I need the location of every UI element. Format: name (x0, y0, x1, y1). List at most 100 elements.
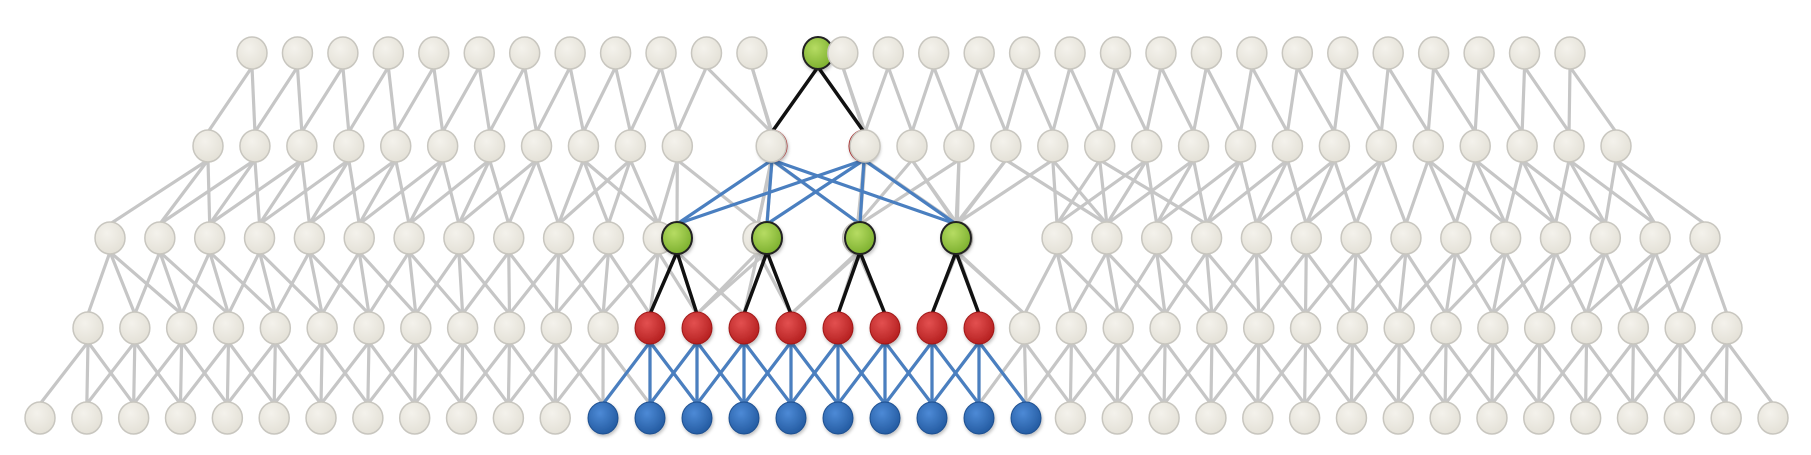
gray-edge (1303, 340, 1354, 406)
gray-edge (226, 250, 262, 316)
gray-edge (319, 340, 324, 406)
gray-edge (910, 158, 959, 226)
tree-edge-black (742, 250, 769, 316)
inactive-node (1290, 221, 1322, 255)
gray-edge (534, 65, 572, 134)
tree-edge-blue (675, 158, 866, 226)
inactive-node (1102, 311, 1134, 345)
gray-edge (1426, 158, 1458, 226)
inactive-node (164, 401, 197, 435)
gray-edge (1116, 250, 1159, 316)
blue-node (681, 401, 713, 435)
inactive-node (1365, 129, 1398, 163)
inactive-node (592, 221, 625, 255)
inactive-node (1242, 401, 1274, 435)
inactive-node (1711, 311, 1743, 345)
gray-edge (457, 158, 492, 226)
inactive-node (353, 311, 385, 345)
gray-edge (257, 158, 304, 226)
inactive-node (473, 129, 506, 163)
tree-edge-black (816, 65, 866, 134)
inactive-node (1412, 129, 1445, 163)
gray-edge (1522, 65, 1571, 134)
inactive-node (1236, 36, 1268, 70)
inactive-node (963, 36, 995, 70)
gray-edge (1191, 65, 1209, 134)
inactive-node (755, 129, 787, 163)
inactive-node (1508, 36, 1541, 70)
gray-edge (1304, 158, 1383, 226)
inactive-node (1639, 221, 1671, 255)
blue-node (634, 401, 666, 435)
inactive-node (1041, 221, 1073, 255)
gray-edge (1162, 340, 1167, 406)
inactive-node (567, 129, 600, 163)
inactive-node (1054, 401, 1087, 435)
gray-edge (1295, 65, 1337, 134)
inactive-node (426, 129, 459, 163)
gray-edge (1432, 65, 1477, 134)
gray-edge (86, 250, 112, 316)
gray-edge (1584, 340, 1635, 406)
tree-edge-blue (836, 340, 887, 406)
gray-edge (1349, 340, 1401, 406)
inactive-node (1417, 36, 1450, 70)
inactive-node (1616, 401, 1649, 435)
inactive-node (1242, 311, 1275, 345)
gray-edge (432, 65, 445, 134)
inactive-node (1340, 221, 1372, 255)
gray-edge (1068, 340, 1120, 406)
tree-edge-black (770, 65, 820, 134)
inactive-node (508, 36, 541, 70)
blue-node (822, 401, 854, 435)
gray-edge (1004, 65, 1027, 134)
gray-edge (357, 158, 445, 226)
inactive-node (1149, 311, 1181, 345)
gray-edge (1567, 158, 1607, 226)
gray-edge (1303, 340, 1308, 406)
gray-edge (1631, 250, 1657, 316)
gray-edge (1303, 250, 1358, 316)
inactive-node (1390, 221, 1422, 255)
gray-edge (932, 65, 961, 134)
gray-edge (300, 65, 345, 134)
gray-edge (756, 158, 773, 226)
gray-edge (38, 340, 90, 406)
inactive-node (1689, 221, 1721, 255)
inactive-node (306, 311, 338, 345)
gray-edge (225, 340, 277, 406)
gray-edge (225, 340, 231, 406)
inactive-node (542, 221, 575, 255)
inactive-node (1288, 401, 1321, 435)
inactive-node (1335, 401, 1368, 435)
gray-edge (1115, 340, 1167, 406)
gray-edge (1256, 340, 1261, 406)
gray-edge (656, 250, 699, 316)
inactive-node (943, 129, 975, 163)
gray-edge (132, 340, 184, 406)
tree-edge-blue (695, 340, 746, 406)
inactive-node (1055, 311, 1088, 345)
inactive-node (599, 36, 632, 70)
inactive-node (352, 401, 384, 435)
gray-edge (208, 158, 257, 226)
gray-edge (108, 250, 137, 316)
gray-edge (158, 250, 184, 316)
gray-edge (85, 340, 90, 406)
gray-edge (1155, 158, 1243, 226)
gray-edge (206, 65, 254, 134)
gray-edge (413, 340, 418, 406)
inactive-node (492, 401, 525, 435)
inactive-node (1145, 36, 1177, 70)
inactive-node (1523, 311, 1556, 345)
gray-edge (178, 340, 184, 406)
gray-edge (1254, 158, 1337, 226)
gray-edge (656, 158, 679, 226)
gray-edge (1396, 340, 1448, 406)
inactive-node (661, 129, 694, 163)
gray-edge (554, 250, 611, 316)
gray-edge (957, 65, 981, 134)
gray-edge (386, 65, 398, 134)
gray-edge (272, 340, 324, 406)
gray-edge (307, 158, 351, 226)
